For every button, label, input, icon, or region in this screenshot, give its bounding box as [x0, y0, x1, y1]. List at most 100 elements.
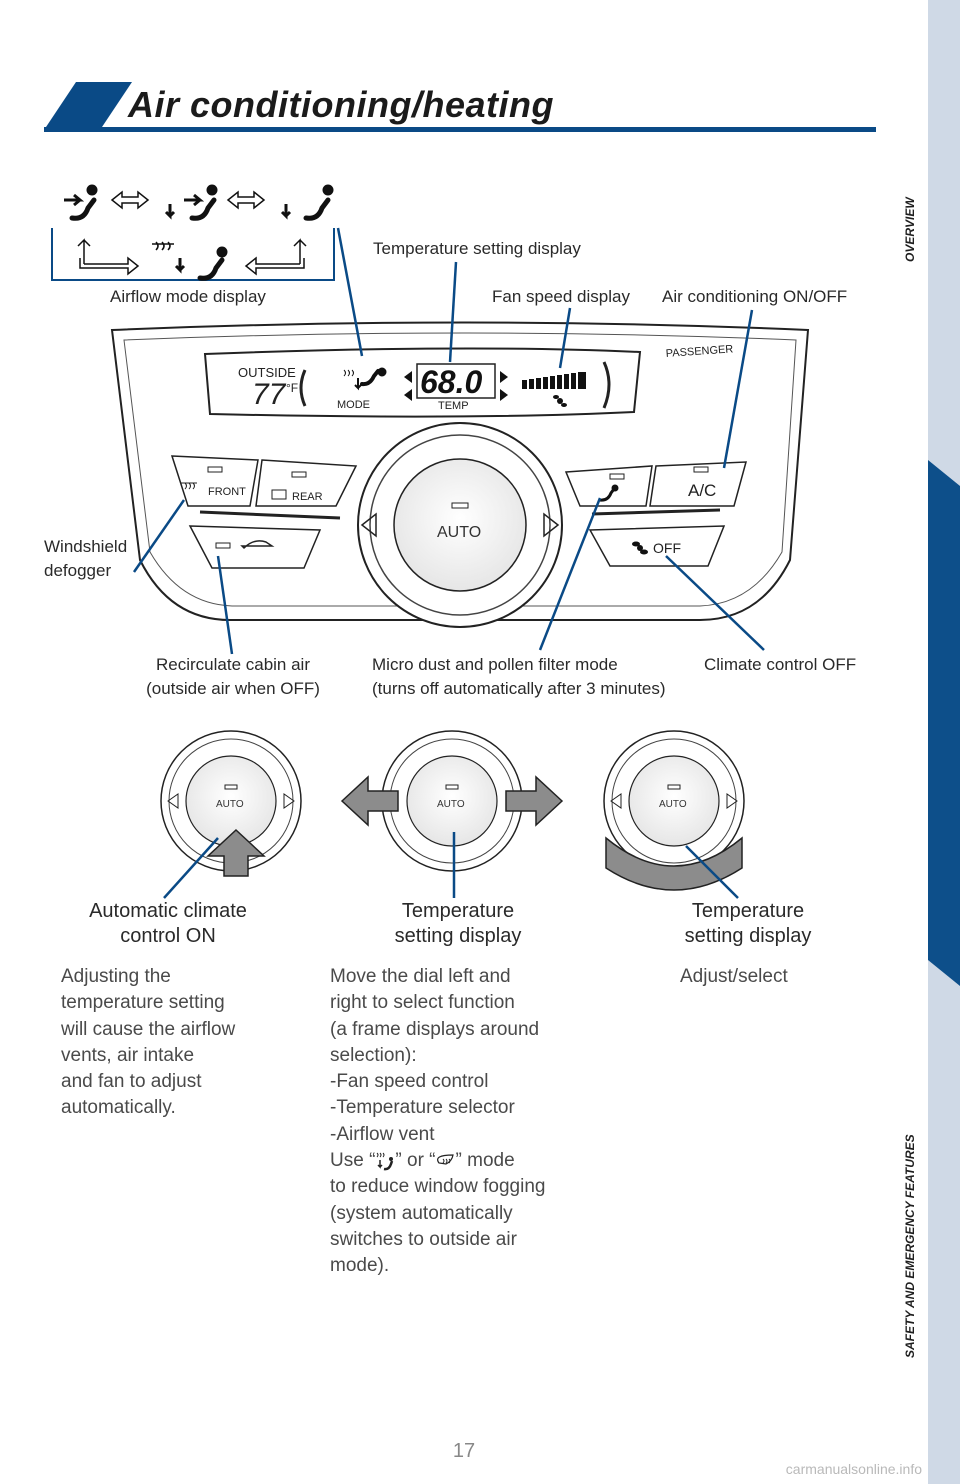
airflow-mode-icons: [51, 184, 335, 281]
body-line: Move the dial left and: [330, 966, 511, 987]
climate-panel-diagram: OUTSIDE 77 °F MODE 68.0 TEMP: [51, 184, 810, 655]
body-line: will cause the airflow: [61, 1018, 236, 1040]
display-airflow-icon: [343, 367, 387, 391]
label-fan-speed-display: Fan speed display: [492, 287, 630, 306]
body-line: temperature setting: [61, 992, 225, 1014]
climate-off-button: [588, 525, 726, 567]
off-label: OFF: [653, 540, 681, 556]
dial-auto-press: AUTO: [160, 730, 302, 877]
climate-control-panel: OUTSIDE 77 °F MODE 68.0 TEMP: [110, 321, 810, 628]
cycle-arrow-left-icon: [77, 238, 140, 276]
page-number: 17: [452, 1440, 476, 1462]
press-arrow-icon: [206, 828, 266, 877]
airflow-face-icon: [64, 184, 98, 221]
temp-left-arrow-icon: [404, 371, 412, 383]
dial2-caption-2: setting display: [394, 925, 522, 947]
sidebar-active-tab: [928, 460, 960, 986]
body-line: -Fan speed control: [330, 1071, 489, 1093]
cycle-arrow-right-icon: [244, 238, 307, 276]
body-line: (system automatically: [330, 1202, 513, 1224]
callout-lines: [132, 227, 765, 655]
move-right-arrow-icon: [505, 775, 564, 827]
outside-temp-unit: °F: [286, 381, 298, 395]
label-recirculate-2: (outside air when OFF): [146, 679, 320, 698]
temp-right-arrow-icon: [500, 371, 508, 383]
defrost-mode-icon: [436, 1154, 454, 1165]
label-temperature-setting-display: Temperature setting display: [373, 239, 581, 258]
rear-defog-button: [255, 459, 358, 507]
fan-speed-bars: [522, 372, 586, 389]
body-line: mode).: [330, 1255, 390, 1277]
body-column-2: Move the dial left and right to select f…: [330, 964, 545, 1280]
airflow-face-feet-icon: [164, 184, 218, 221]
defrost-rear-icon: [271, 489, 287, 500]
body-column-3: Adjust/select: [680, 964, 788, 990]
front-defog-button: [170, 455, 259, 507]
body-line: Adjusting the: [61, 966, 171, 987]
body-line: selection):: [330, 1044, 417, 1066]
header-rule: [44, 127, 876, 132]
dial2-auto-label: AUTO: [437, 799, 465, 810]
label-micro-dust-1: Micro dust and pollen filter mode: [372, 655, 618, 674]
rear-label: REAR: [292, 491, 323, 503]
outside-label: OUTSIDE: [238, 365, 296, 380]
page-title: Air conditioning/heating: [128, 84, 554, 125]
dial1-caption-2: control ON: [120, 925, 216, 947]
move-left-arrow-icon: [340, 775, 399, 827]
airflow-feet-icon: [280, 184, 334, 221]
passenger-label: PASSENGER: [665, 343, 733, 360]
ac-button: [649, 461, 747, 507]
temp-value: 68.0: [420, 364, 482, 400]
arrow-bidirectional-icon: [110, 190, 150, 210]
dial3-caption-1: Temperature: [691, 900, 805, 922]
micro-dust-button: [564, 465, 653, 507]
mode-label: MODE: [337, 399, 370, 411]
body-line: (a frame displays around: [330, 1018, 540, 1040]
dial2-caption-1: Temperature: [401, 900, 515, 922]
front-label: FRONT: [208, 486, 246, 498]
watermark: carmanualsonline.info: [785, 1461, 922, 1477]
auto-label: AUTO: [437, 524, 481, 541]
ac-label: A/C: [688, 481, 716, 500]
body-line: to reduce window fogging: [330, 1176, 546, 1198]
label-windshield-defogger-1: Windshield: [44, 537, 128, 556]
label-windshield-defogger-2: defogger: [44, 561, 112, 580]
body-line: -Temperature selector: [330, 1097, 515, 1119]
label-airflow-mode-display: Airflow mode display: [110, 287, 266, 306]
body-line: vents, air intake: [61, 1044, 195, 1066]
feet-defrost-mode-icon: [377, 1152, 394, 1171]
body-column-1: Adjusting the temperature setting will c…: [61, 964, 235, 1122]
defrost-front-icon: [181, 482, 197, 490]
outside-temp: 77: [252, 378, 287, 411]
fan-icon: [553, 395, 567, 407]
lcd-display: OUTSIDE 77 °F MODE 68.0 TEMP: [203, 343, 734, 418]
body-line: switches to outside air: [330, 1228, 517, 1250]
dial-usage-diagrams: AUTO AUTO AUTO: [160, 730, 745, 899]
recirculate-button: [188, 525, 322, 569]
airflow-cycle-bracket: [51, 228, 335, 281]
label-climate-control-off: Climate control OFF: [704, 655, 857, 674]
sidebar-tab-safety[interactable]: SAFETY AND EMERGENCY FEATURES: [903, 1134, 917, 1358]
fan-off-icon: [632, 541, 648, 555]
left-button-cluster: FRONT REAR: [170, 455, 358, 569]
right-button-cluster: A/C OFF: [564, 461, 747, 567]
dial-callout-lines: [163, 832, 739, 899]
airflow-feet-defrost-icon: [152, 241, 228, 281]
dial1-auto-label: AUTO: [216, 799, 244, 810]
temp-label: TEMP: [438, 400, 469, 412]
body-line: -Airflow vent: [330, 1123, 435, 1145]
body-line: Adjust/select: [680, 966, 788, 987]
dial-left-right: AUTO: [340, 730, 564, 872]
rotate-arrow-icon: [605, 836, 743, 891]
dial1-caption-1: Automatic climate: [89, 900, 247, 922]
body-line: automatically.: [61, 1097, 176, 1119]
label-air-conditioning-onoff: Air conditioning ON/OFF: [662, 287, 848, 306]
main-auto-dial: AUTO: [357, 422, 563, 628]
body-line-use-mode: Use “” or “” mode: [330, 1150, 515, 1172]
header-accent-band: [44, 82, 132, 130]
micro-dust-icon: [599, 484, 619, 502]
dial3-caption-2: setting display: [684, 925, 812, 947]
dial-rotate: AUTO: [603, 730, 745, 891]
recirculate-car-icon: [240, 540, 275, 550]
dial3-auto-label: AUTO: [659, 799, 687, 810]
